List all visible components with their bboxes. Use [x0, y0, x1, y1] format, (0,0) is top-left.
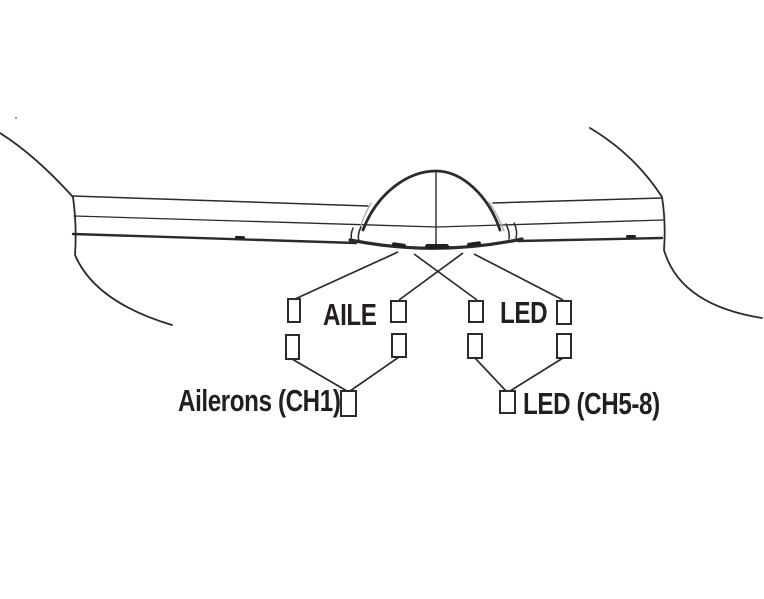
led-right-top-plug: [556, 300, 572, 325]
leader-led-right-to-y: [509, 357, 564, 392]
aile-right-bottom-plug: [391, 333, 407, 358]
wing-mid-edge: [73, 215, 664, 228]
led-y-harness-plug: [499, 390, 516, 414]
right-port-mark: [467, 241, 481, 247]
led-left-bottom-plug: [467, 333, 483, 359]
leader-lines: [291, 251, 564, 392]
led-channel-label: LED (CH5-8): [523, 386, 660, 421]
center-port-mark: [425, 244, 449, 249]
right-winglet-curve: [589, 127, 763, 319]
left-wing-notch-mark: [234, 235, 245, 240]
left-fairing-inner-edge: [357, 226, 362, 242]
flying-wing-front-view: [0, 127, 763, 326]
aile-right-top-plug: [390, 300, 407, 323]
leader-aile-left-to-y: [291, 358, 348, 392]
left-port-mark: [392, 242, 406, 248]
canopy-crease-right: [488, 201, 505, 232]
left-winglet-curve: [0, 132, 173, 326]
right-wing-trailing-edge: [516, 236, 664, 243]
ailerons-y-harness-plug: [340, 390, 357, 417]
aile-left-bottom-plug: [285, 334, 300, 360]
fuselage-port-marks: [15, 117, 636, 249]
right-fairing-inner-edge: [505, 223, 510, 240]
left-fairing-edge: [350, 227, 354, 242]
stray-speck: [15, 117, 17, 119]
ailerons-channel-label: Ailerons (CH1): [178, 383, 341, 418]
right-wing-notch-mark: [626, 235, 636, 238]
left-wing-leading-edge: [72, 195, 369, 207]
leader-left-port-to-aile-left: [294, 251, 399, 300]
right-fairing-edge: [513, 222, 518, 239]
led-port-label: LED: [500, 295, 548, 330]
leader-center-port-to-led-left: [413, 253, 478, 301]
canopy-crease-left: [357, 202, 372, 238]
canopy-dome: [361, 169, 502, 232]
led-left-top-plug: [468, 300, 484, 323]
aile-port-label: AILE: [323, 297, 377, 332]
aile-left-top-plug: [287, 298, 301, 323]
leader-right-port-to-aile-right: [398, 252, 464, 301]
right-wing-leading-edge: [492, 197, 663, 204]
leader-aile-right-to-y: [349, 356, 400, 392]
leader-right-port-to-led-right: [473, 253, 564, 301]
led-right-bottom-plug: [556, 333, 572, 359]
left-wing-trailing-edge: [71, 232, 358, 245]
leader-led-left-to-y: [474, 357, 507, 392]
